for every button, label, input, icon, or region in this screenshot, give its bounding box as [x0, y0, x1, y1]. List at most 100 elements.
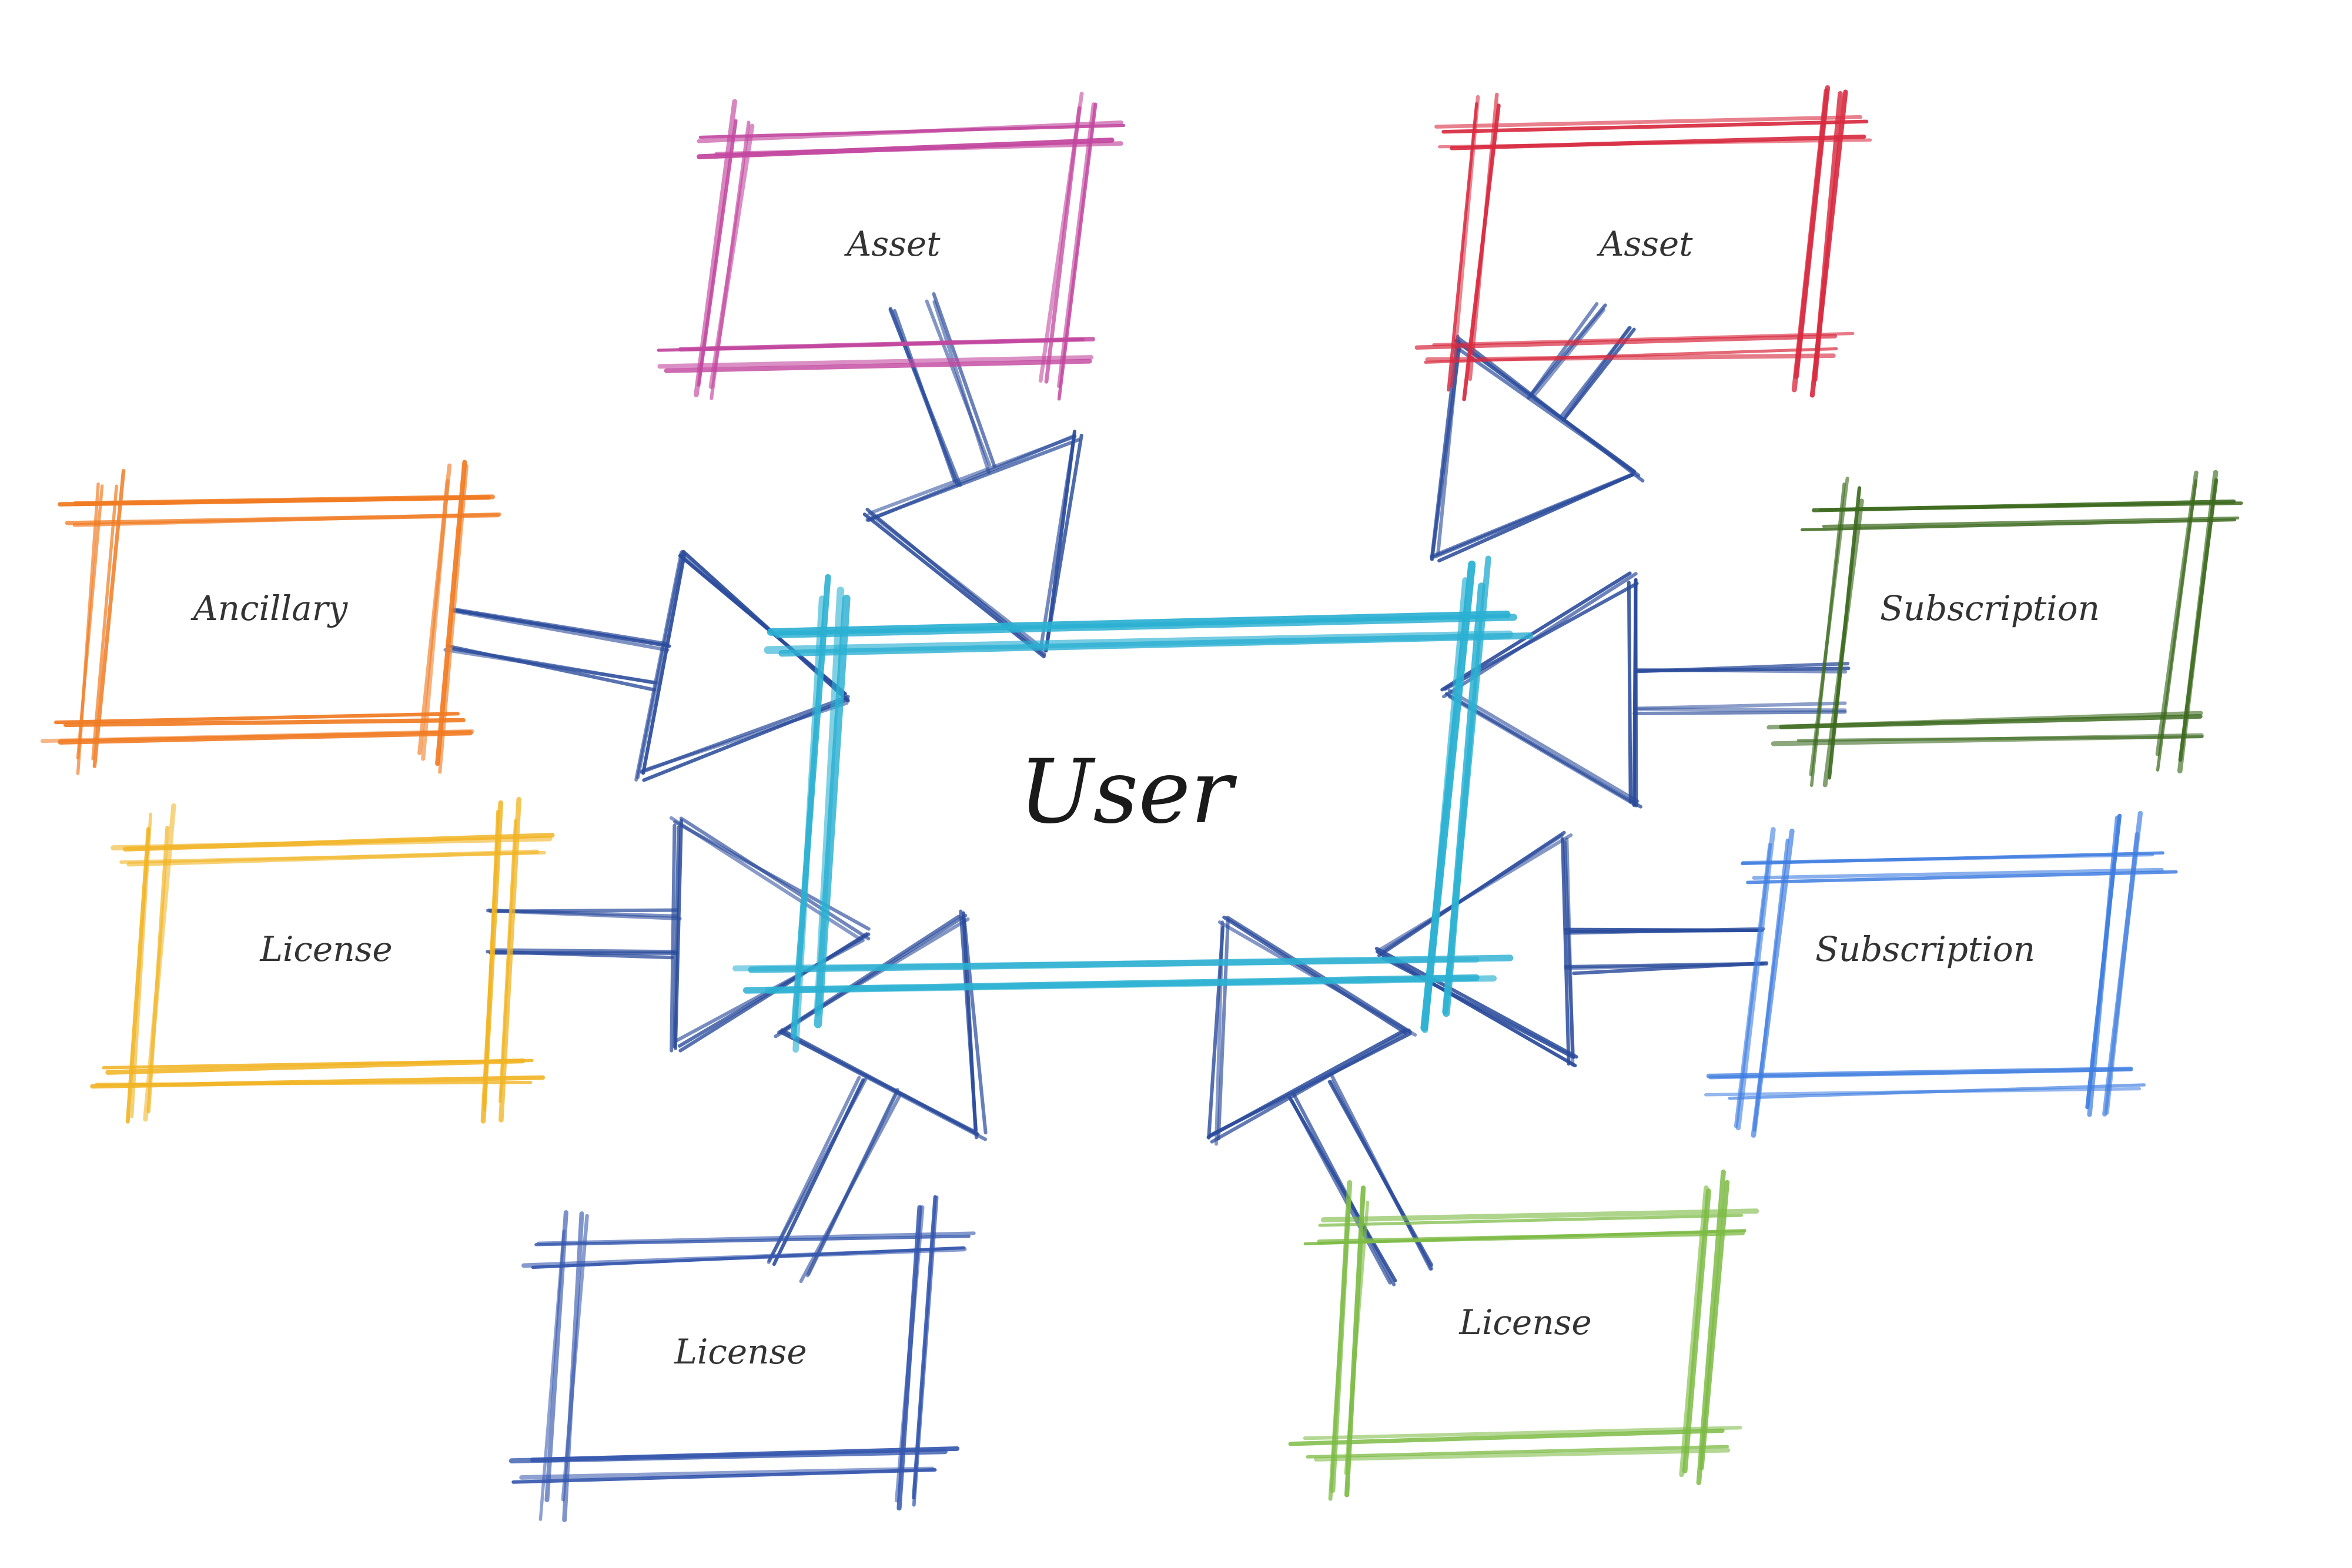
crayon-stroke — [1450, 95, 1480, 388]
crayon-stroke — [1306, 1445, 1729, 1459]
crayon-stroke — [102, 1058, 534, 1070]
crayon-stroke — [1796, 735, 2204, 742]
crayon-stroke — [1433, 473, 1634, 559]
crayon-stroke — [778, 1030, 976, 1133]
crayon-stroke — [673, 819, 683, 1050]
user-entity-label: User — [1019, 741, 1237, 843]
crayon-stroke — [1424, 347, 1838, 364]
asset-label: Asset — [844, 224, 941, 264]
crayon-stroke — [1303, 1229, 1747, 1245]
subscription-box-top: Subscription — [1766, 470, 2243, 788]
subscription-label: Subscription — [1815, 929, 2035, 969]
crayon-stroke — [1320, 1208, 1759, 1222]
crayon-stroke — [1679, 1185, 1709, 1477]
crayon-stroke — [1561, 837, 1571, 1066]
crayon-stroke — [125, 827, 150, 1124]
crayon-stroke — [451, 647, 655, 685]
crayon-stroke — [76, 484, 104, 760]
crayon-stroke — [1746, 870, 2178, 884]
crayon-stroke — [792, 595, 825, 1053]
crayon-stroke — [1318, 1214, 1744, 1227]
crayon-stroke — [1434, 115, 1862, 129]
license-box-left: License — [90, 796, 555, 1124]
crayon-stroke — [1421, 577, 1468, 1034]
crayon-stroke — [1344, 1185, 1366, 1497]
crayon-stroke — [714, 141, 1123, 157]
crayon-stroke — [1794, 85, 1831, 379]
crayon-stroke — [1432, 331, 1855, 347]
crayon-stroke — [531, 1246, 965, 1269]
crayon-stroke — [641, 552, 687, 775]
user-entity-box: User — [732, 555, 1534, 1053]
crayon-stroke — [1682, 1188, 1711, 1474]
crayon-stroke — [862, 512, 1046, 659]
crayon-stroke — [451, 609, 670, 652]
subscription-label: Subscription — [1880, 588, 2100, 628]
crayon-stroke — [1627, 581, 1632, 804]
ancillary-label: Ancillary — [190, 588, 349, 628]
crayon-stroke — [1564, 927, 1765, 935]
crayon-stroke — [1430, 342, 1462, 561]
crayon-stroke — [697, 120, 1123, 143]
subscription-box-bottom: Subscription — [1704, 810, 2178, 1138]
crayon-stroke — [1632, 578, 1638, 808]
crayon-stroke — [1314, 1448, 1731, 1462]
crayon-stroke — [634, 550, 684, 782]
crayon-stroke — [962, 917, 988, 1135]
crayon-stroke — [1809, 477, 1849, 776]
crayon-stroke — [1740, 851, 2164, 866]
crayon-stroke — [1447, 689, 1640, 803]
crayon-stroke — [814, 587, 845, 1016]
crayon-stroke — [58, 730, 473, 745]
asset-box-top-right: Asset — [1414, 85, 1872, 401]
crayon-stroke — [1377, 830, 1566, 957]
crayon-stroke — [1292, 1093, 1396, 1286]
crayon-stroke — [534, 1234, 971, 1247]
crayon-stroke — [143, 803, 176, 1122]
crayon-stroke — [865, 438, 1080, 522]
crayon-stroke — [664, 359, 1092, 373]
crayon-stroke — [1779, 714, 2203, 729]
crayon-stroke — [1288, 1428, 1725, 1446]
crayon-stroke — [1039, 434, 1076, 652]
crayon-stroke — [1533, 308, 1605, 397]
crayon-stroke — [1634, 662, 1850, 674]
crayon-stroke — [1210, 1028, 1411, 1144]
crayon-stroke — [774, 614, 1517, 638]
crayon-stroke — [1450, 134, 1866, 150]
crayon-stroke — [748, 954, 1514, 973]
crayon-stroke — [480, 800, 504, 1124]
crayon-stroke — [544, 1210, 568, 1502]
crayon-stroke — [1822, 516, 2240, 528]
crayon-stroke — [1290, 1099, 1392, 1285]
crayon-stroke — [1303, 1426, 1742, 1440]
crayon-stroke — [1462, 103, 1501, 401]
crayon-stroke — [799, 1094, 902, 1284]
crayon-stroke — [65, 513, 500, 525]
crayon-stroke — [1752, 838, 1789, 1132]
asset-box-top-left: Asset — [657, 91, 1126, 401]
crayon-stroke — [657, 355, 1094, 369]
crayon-stroke — [73, 494, 495, 506]
crayon-stroke — [508, 1449, 948, 1464]
crayon-stroke — [2085, 813, 2122, 1110]
crayon-stroke — [561, 1214, 589, 1502]
crayon-stroke — [1637, 707, 1847, 712]
crayon-stroke — [92, 468, 126, 768]
crayon-stroke — [1454, 339, 1637, 474]
crayon-stroke — [63, 718, 466, 728]
crayon-stroke — [1329, 1073, 1433, 1271]
crayon-stroke — [1735, 827, 1776, 1131]
crayon-stroke — [772, 1078, 865, 1267]
crayon-stroke — [1819, 501, 2243, 512]
crayon-stroke — [453, 608, 668, 646]
crayon-stroke — [765, 975, 1497, 994]
crayon-stroke — [1414, 334, 1838, 350]
crayon-stroke — [1708, 1067, 2133, 1080]
crayon-stroke — [697, 119, 738, 387]
crayon-stroke — [1375, 950, 1577, 1068]
crayon-stroke — [1527, 302, 1599, 400]
crayon-stroke — [1699, 1180, 1730, 1470]
crayon-stroke — [1328, 1197, 1351, 1501]
